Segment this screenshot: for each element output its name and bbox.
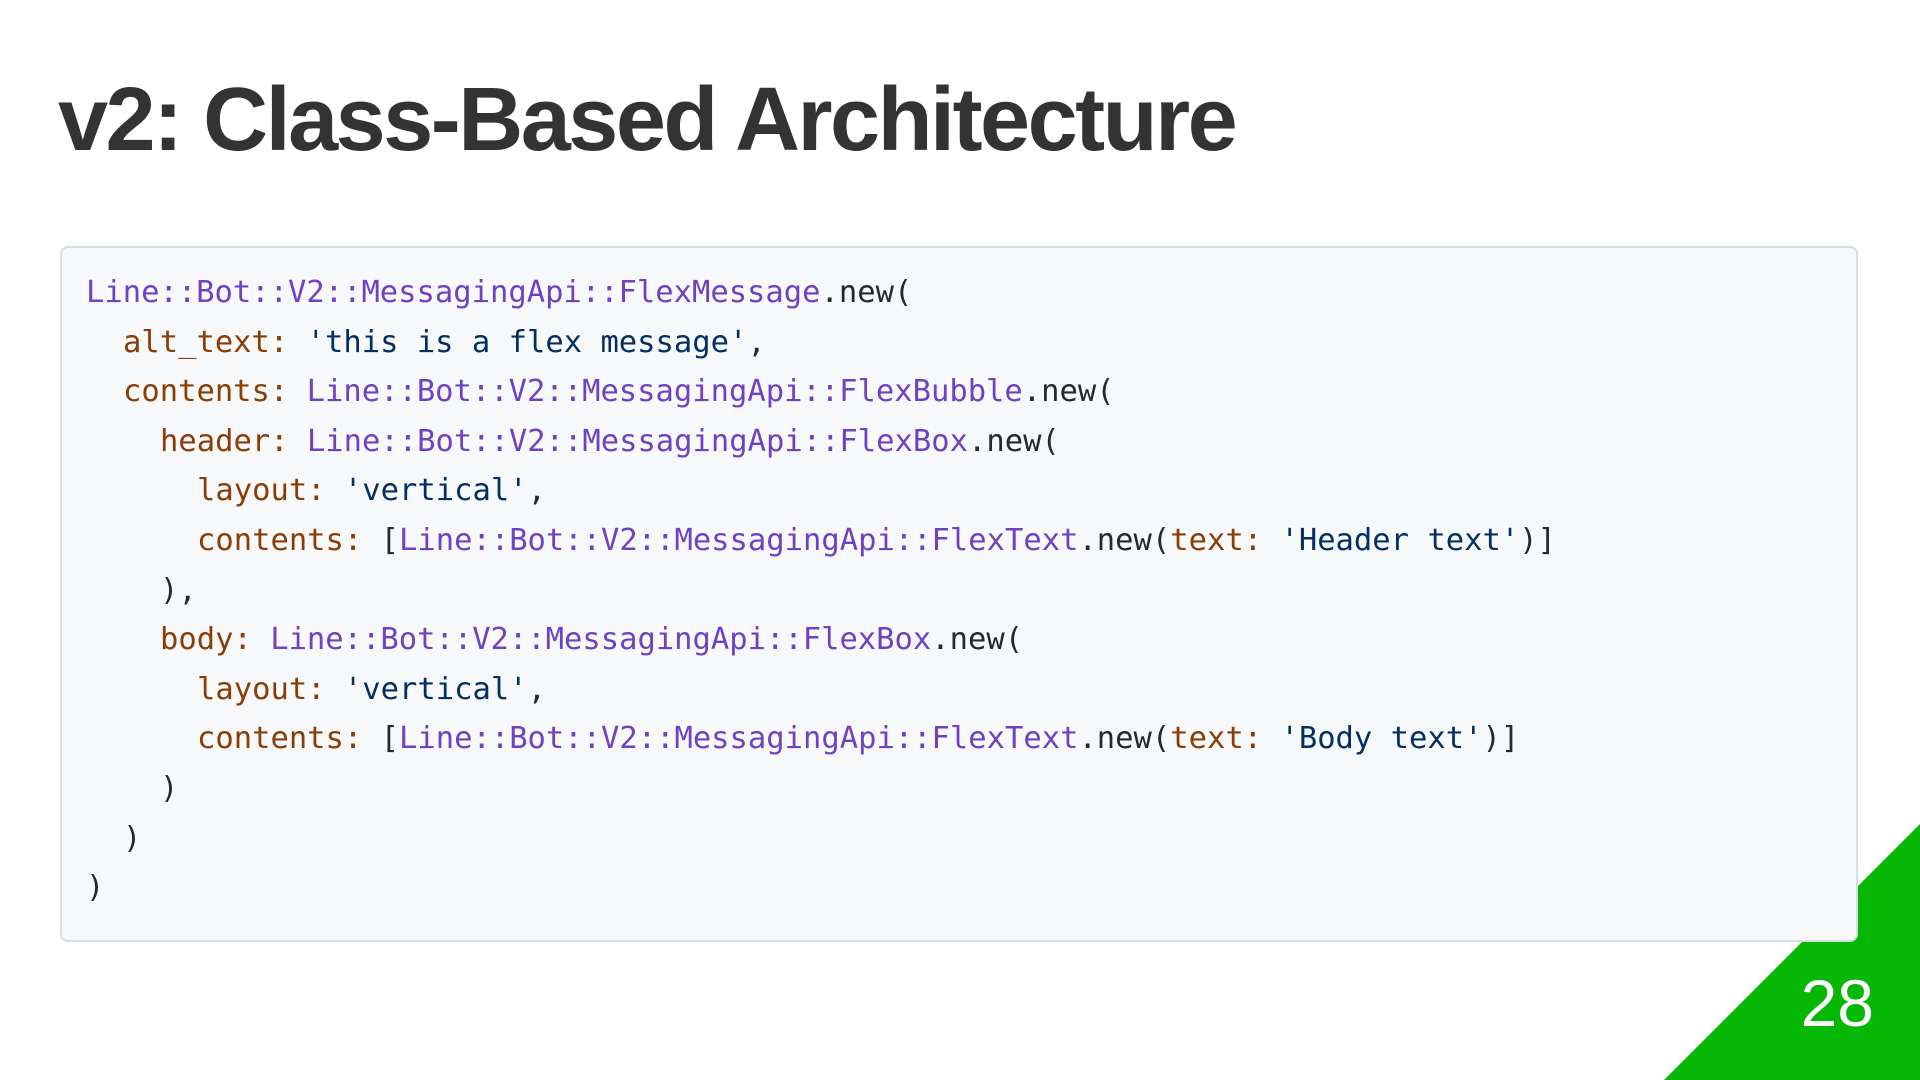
code-block: Line::Bot::V2::MessagingApi::FlexMessage…	[60, 246, 1858, 942]
code-punctuation: [	[380, 522, 400, 558]
code-string: 'vertical'	[343, 473, 528, 509]
code-line: contents: Line::Bot::V2::MessagingApi::F…	[86, 367, 1832, 417]
code-line: layout: 'vertical',	[86, 665, 1832, 715]
code-keyword-arg: text:	[1170, 721, 1263, 757]
code-method: .new(	[931, 622, 1024, 658]
code-keyword-arg: contents:	[197, 721, 363, 757]
code-class-name: Line::Bot::V2::MessagingApi::FlexMessage	[86, 275, 821, 310]
code-method: .new(	[1078, 522, 1171, 558]
code-line: alt_text: 'this is a flex message',	[86, 318, 1832, 368]
code-class-name: Line::Bot::V2::MessagingApi::FlexBox	[306, 423, 968, 459]
code-keyword-arg: layout:	[197, 671, 326, 707]
code-keyword-arg: alt_text:	[123, 324, 289, 360]
code-class-name: Line::Bot::V2::MessagingApi::FlexText	[399, 721, 1079, 757]
code-punctuation: )	[123, 820, 142, 856]
code-line: Line::Bot::V2::MessagingApi::FlexMessage…	[86, 268, 1832, 318]
code-line: )	[86, 863, 1832, 913]
code-keyword-arg: body:	[160, 622, 252, 658]
code-punctuation: ),	[160, 572, 197, 608]
code-punctuation: ,	[527, 671, 546, 707]
code-method: .new(	[820, 275, 913, 310]
code-string: 'Body text'	[1280, 721, 1483, 757]
code-keyword-arg: layout:	[197, 473, 326, 509]
code-punctuation: )]	[1482, 721, 1520, 757]
code-punctuation: ,	[527, 473, 546, 509]
code-line: layout: 'vertical',	[86, 466, 1832, 516]
code-string: 'this is a flex message'	[306, 324, 748, 360]
code-line: ),	[86, 566, 1832, 616]
slide-title: v2: Class-Based Architecture	[58, 70, 1238, 170]
code-method: .new(	[967, 423, 1060, 459]
code-line: contents: [Line::Bot::V2::MessagingApi::…	[86, 714, 1832, 764]
code-line: )	[86, 814, 1832, 864]
code-method: .new(	[1022, 374, 1115, 410]
code-punctuation: ,	[747, 324, 766, 360]
code-string: 'vertical'	[343, 671, 528, 707]
code-keyword-arg: header:	[160, 423, 289, 459]
code-punctuation: )]	[1519, 522, 1556, 558]
code-string: 'Header text'	[1280, 522, 1520, 558]
code-punctuation: )	[160, 770, 179, 806]
code-line: header: Line::Bot::V2::MessagingApi::Fle…	[86, 417, 1832, 467]
code-line: body: Line::Bot::V2::MessagingApi::FlexB…	[86, 615, 1832, 665]
code-method: .new(	[1078, 721, 1171, 757]
code-line: contents: [Line::Bot::V2::MessagingApi::…	[86, 516, 1832, 566]
code-punctuation: )	[86, 870, 105, 906]
code-keyword-arg: text:	[1170, 522, 1263, 558]
code-class-name: Line::Bot::V2::MessagingApi::FlexBox	[270, 622, 932, 658]
code-keyword-arg: contents:	[123, 374, 289, 410]
code-class-name: Line::Bot::V2::MessagingApi::FlexText	[399, 522, 1079, 558]
code-class-name: Line::Bot::V2::MessagingApi::FlexBubble	[306, 374, 1023, 410]
code-punctuation: [	[380, 721, 400, 757]
code-line: )	[86, 764, 1832, 814]
page-number: 28	[1800, 966, 1874, 1040]
code-keyword-arg: contents:	[197, 522, 363, 558]
